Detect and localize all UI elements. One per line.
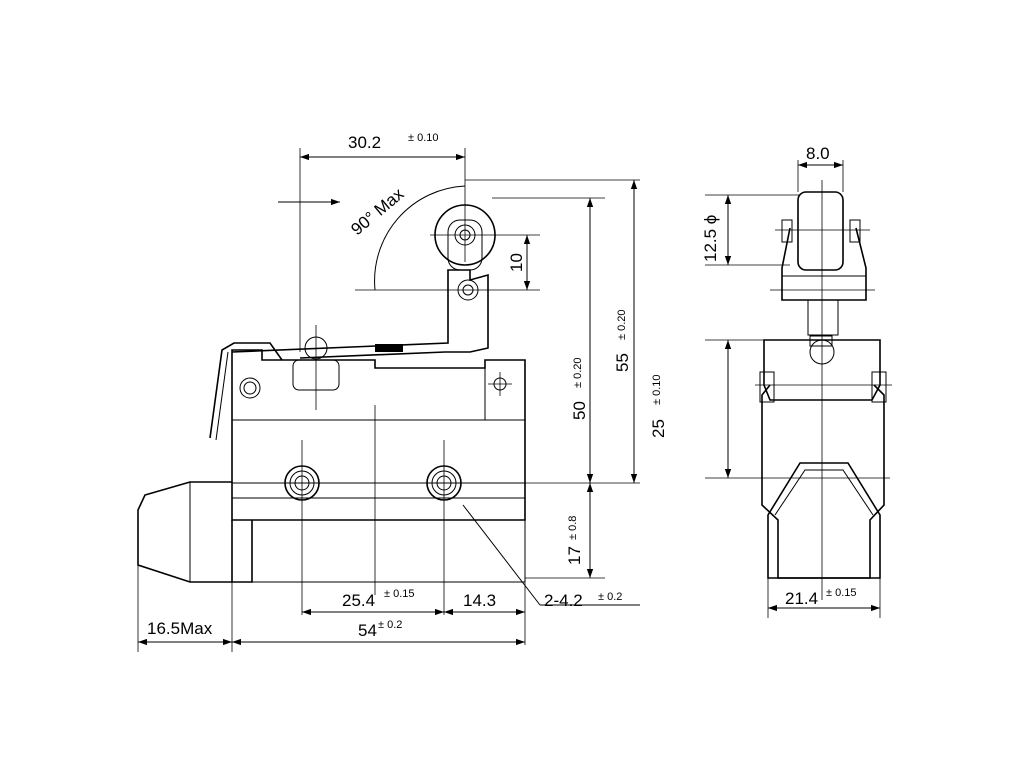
roller-lever-arm: [231, 269, 489, 359]
dimension-labels: 30.2 ± 0.10 90° Max 10 55 ± 0.20 50 ± 0.…: [147, 132, 857, 640]
label-height-25: 25: [649, 419, 668, 438]
label-roller-dia: 12.5 ϕ: [701, 215, 720, 262]
label-body-len: 54: [358, 621, 377, 640]
rubber-boot: [137, 481, 232, 583]
label-roller-pitch: 10: [507, 253, 526, 272]
tol-height-25: ± 0.10: [651, 374, 663, 405]
tol-hole-pitch: ± 0.15: [384, 588, 415, 600]
label-angle: 90° Max: [347, 184, 408, 239]
side-body: [761, 384, 885, 579]
side-roller: [797, 191, 844, 271]
front-view: [137, 148, 640, 652]
label-height-50: 50: [570, 401, 589, 420]
tol-arm-offset: ± 0.10: [408, 132, 439, 144]
label-arm-offset: 30.2: [348, 133, 381, 152]
leaf-lever: [209, 342, 283, 439]
tol-height-55: ± 0.20: [616, 309, 628, 340]
side-view: [705, 160, 892, 618]
tol-body-width: ± 0.15: [826, 587, 857, 599]
left-small-hole: [239, 377, 261, 399]
label-plunger-len: 16.5Max: [147, 619, 213, 638]
side-dimensions: [724, 161, 880, 612]
side-boot: [767, 462, 881, 579]
switch-body: [231, 349, 526, 521]
label-body-width: 21.4: [785, 589, 818, 608]
tol-hole-dia: ± 0.2: [598, 591, 622, 603]
label-height-55: 55: [613, 353, 632, 372]
tol-body-len: ± 0.2: [378, 619, 402, 631]
switch-base: [231, 520, 253, 583]
label-roller-width: 8.0: [806, 144, 830, 163]
actuator-strip: [375, 344, 403, 352]
label-hole-pitch: 25.4: [342, 591, 375, 610]
tol-height-50: ± 0.20: [572, 357, 584, 388]
label-hole-to-end: 14.3: [463, 591, 496, 610]
label-height-17: 17: [565, 546, 584, 565]
label-hole-dia: 2-4.2: [544, 591, 583, 610]
front-dimensions: [138, 153, 640, 646]
tol-height-17: ± 0.8: [567, 516, 579, 540]
